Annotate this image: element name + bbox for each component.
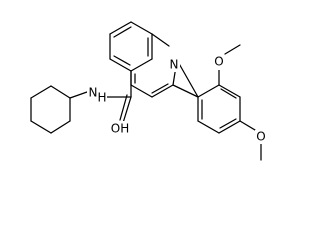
bond	[30, 85, 52, 99]
bond	[119, 94, 128, 121]
bond	[130, 58, 153, 72]
bond	[69, 91, 88, 99]
bond	[239, 120, 256, 131]
amide-nitrogen-label: N	[89, 86, 98, 100]
label-background	[213, 56, 225, 70]
methoxy-oxygen-bottom-label: O	[256, 130, 265, 144]
bond	[30, 120, 52, 134]
bond	[50, 120, 71, 134]
quinoline-nitrogen-label: N	[170, 58, 179, 72]
bond	[219, 118, 237, 129]
label-background	[109, 121, 131, 135]
bond	[113, 26, 132, 38]
bond	[151, 33, 170, 47]
bond	[176, 59, 199, 98]
bond	[122, 96, 132, 124]
bond	[109, 58, 132, 72]
bond	[130, 84, 153, 98]
amide-hydrogen-label: H	[97, 91, 106, 105]
bond	[113, 55, 131, 66]
bond	[50, 85, 71, 99]
bond	[130, 21, 153, 35]
bond	[197, 84, 220, 98]
atom-label-layer: N N H OH O O	[87, 55, 267, 144]
bond	[109, 21, 132, 35]
bond	[224, 44, 241, 55]
label-background	[255, 130, 267, 144]
bond	[197, 120, 220, 134]
bond	[218, 120, 241, 134]
structure-canvas: N N H OH O O	[30, 21, 267, 161]
label-background	[168, 58, 180, 72]
bond	[172, 84, 199, 98]
label-background	[87, 86, 99, 100]
bond	[220, 88, 237, 99]
chemical-structure-diagram: N N H OH O O	[30, 21, 267, 161]
methoxy-oxygen-top-label: O	[214, 55, 223, 69]
bond-layer	[30, 21, 262, 161]
bond	[151, 83, 169, 94]
bond	[151, 84, 174, 98]
bond	[218, 84, 241, 98]
carbonyl-oxygen-label: OH	[111, 122, 129, 136]
label-background	[97, 91, 107, 103]
